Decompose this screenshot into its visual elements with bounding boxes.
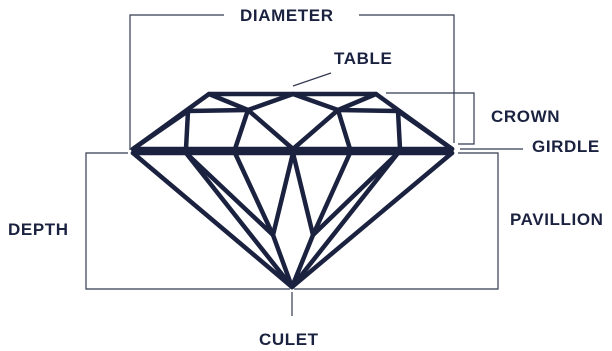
diameter-label: DIAMETER: [240, 7, 334, 24]
crown-facet: [133, 111, 188, 149]
pavilion-outline: [133, 153, 452, 287]
crown-facet: [186, 111, 188, 149]
crown-facet: [398, 111, 400, 149]
crown-facet: [188, 110, 248, 111]
pavilion-facet: [273, 153, 293, 235]
crown-facet: [248, 110, 293, 149]
diamond-outline: [133, 94, 452, 287]
crown-facet: [338, 110, 398, 111]
culet-label: CULET: [259, 331, 319, 348]
crown-label: CROWN: [491, 108, 560, 125]
girdle-label: GIRDLE: [532, 138, 600, 155]
crown-facet: [235, 110, 248, 149]
pavilion-label: PAVILLION: [510, 211, 604, 228]
diameter-bracket-right: [359, 15, 454, 143]
table-label: TABLE: [334, 50, 392, 67]
diameter-bracket-left: [130, 15, 224, 150]
crown-outline: [133, 94, 452, 149]
pavilion-facet: [313, 153, 398, 235]
crown-facet: [338, 110, 350, 149]
crown-facet: [398, 111, 452, 149]
pavilion-facet: [186, 153, 273, 235]
depth-label: DEPTH: [8, 221, 69, 238]
table-pointer: [293, 73, 331, 86]
pavilion-facet: [293, 153, 313, 235]
crown-facet: [293, 110, 338, 149]
crown-facet-zigzag: [209, 94, 376, 110]
